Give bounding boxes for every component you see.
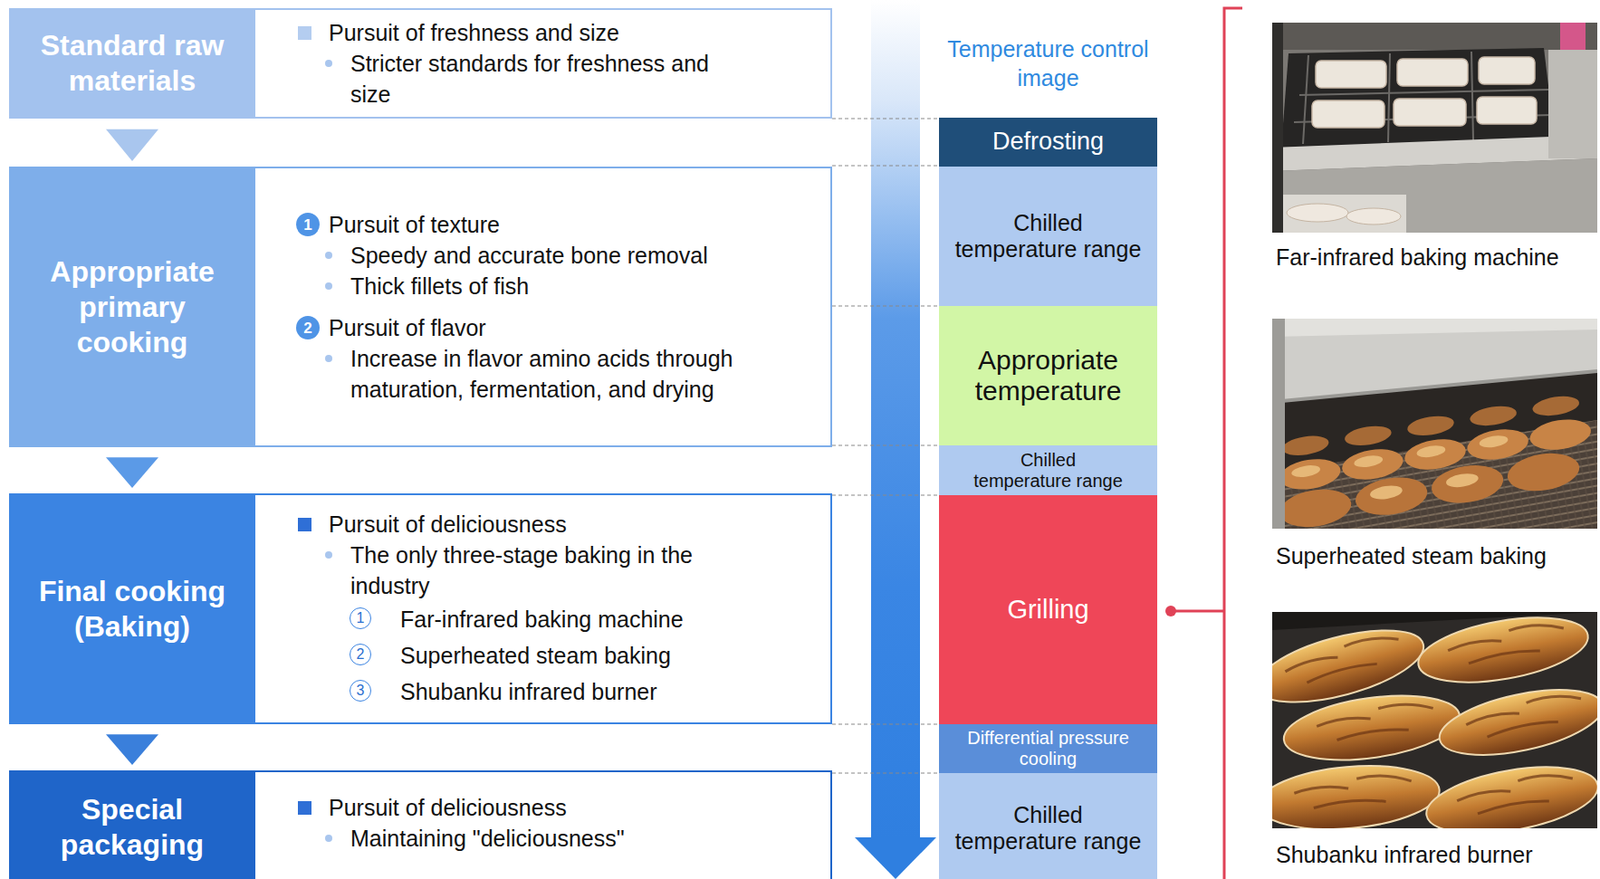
stage-label-panel: Final cooking (Baking): [9, 493, 256, 725]
photo-caption: Far-infrared baking machine: [1275, 244, 1560, 270]
item-text: The only three-stage baking in the indus…: [350, 539, 745, 602]
guide-lines: [832, 118, 939, 774]
square-bullet: [297, 26, 312, 40]
stage-item: 3 Shubanku infrared burner: [255, 673, 795, 710]
stage-label-panel: Appropriate primary cooking: [9, 166, 256, 448]
stage-item: Stricter standards for freshness and siz…: [255, 47, 795, 110]
item-heading: Pursuit of texture: [328, 209, 755, 240]
photo-frame: Superheated steam baking: [1270, 318, 1599, 573]
process-stage: Special packaging Pursuit of deliciousnes…: [9, 770, 833, 879]
machine-photo: [1272, 22, 1598, 233]
stage-item: Speedy and accurate bone removal: [255, 239, 795, 271]
band-label: Grilling: [944, 594, 1153, 625]
item-text: Speedy and accurate bone removal: [350, 239, 745, 271]
dot-bullet: [325, 354, 333, 363]
dot-bullet: [325, 59, 333, 68]
temperature-band: Chilled temperature range: [938, 773, 1158, 879]
bracket: [1165, 8, 1243, 879]
band-label: Chilled temperature range: [952, 802, 1145, 855]
stage-item: 1 Far-infrared baking machine: [255, 601, 795, 638]
flow-arrow: [105, 734, 159, 766]
grilled-fish-photo: [1249, 606, 1600, 845]
photo-frame: Far-infrared baking machine: [1270, 22, 1599, 274]
process-stage: Final cooking (Baking) Pursuit of delicio…: [9, 493, 833, 725]
item-text: Far-infrared baking machine: [400, 603, 781, 635]
flow-arrow: [105, 457, 159, 489]
band-label: Defrosting: [944, 127, 1153, 156]
stage-body: 1 Pursuit of textureSpeedy and accurate b…: [255, 166, 833, 448]
callout-number: 1: [303, 217, 312, 233]
stage-body: Pursuit of deliciousnessMaintaining "del…: [255, 770, 833, 879]
photo-caption: Superheated steam baking: [1275, 543, 1547, 569]
band-label: Chilled temperature range: [952, 210, 1145, 263]
temperature-band: Differential pressure cooling: [938, 724, 1158, 774]
flow-arrow: [105, 129, 159, 162]
label-box: Temperature control image: [938, 34, 1158, 93]
stage-label-panel: Special packaging: [9, 770, 256, 879]
dot-bullet: [325, 551, 333, 559]
square-bullet: [297, 801, 312, 815]
callout-number: 2: [303, 320, 312, 336]
stage-body: Pursuit of deliciousnessThe only three-s…: [255, 493, 833, 725]
stage-item: 2 Pursuit of flavor: [255, 312, 795, 344]
item-text: Increase in flavor amino acids through m…: [350, 343, 745, 405]
stage-body: Pursuit of freshness and sizeStricter st…: [255, 8, 833, 119]
dot-bullet: [325, 282, 333, 290]
temperature-arrow: [854, 0, 937, 879]
oven-photo: [1268, 318, 1600, 532]
dot-bullet: [325, 251, 333, 259]
item-heading: Pursuit of deliciousness: [328, 792, 755, 824]
callout-number: 2: [356, 647, 365, 662]
photo-frame: Shubanku infrared burner: [1270, 612, 1599, 872]
stage-label-panel: Standard raw materials: [9, 8, 256, 119]
item-text: Shubanku infrared burner: [400, 676, 781, 708]
stage-title: Final cooking (Baking): [31, 574, 233, 645]
band-label: Differential pressure cooling: [944, 728, 1153, 770]
number-circle: 2: [349, 643, 372, 666]
square-bullet: [297, 517, 312, 532]
callout-number: 1: [356, 611, 365, 626]
column-heading: Temperature control image: [938, 34, 1158, 93]
stage-item: Maintaining "deliciousness": [255, 823, 795, 854]
band-label: Appropriate temperature: [944, 344, 1153, 408]
temperature-band: Grilling: [938, 495, 1158, 725]
item-text: Superheated steam baking: [400, 640, 781, 671]
item-text: Maintaining "deliciousness": [350, 823, 745, 854]
item-heading: Pursuit of flavor: [328, 312, 755, 344]
stage-title: Special packaging: [31, 792, 233, 863]
item-heading: Pursuit of freshness and size: [328, 17, 755, 48]
stage-item: 1 Pursuit of texture: [255, 209, 795, 240]
number-badge: 1: [296, 212, 320, 237]
item-heading: Pursuit of deliciousness: [328, 508, 755, 540]
photo-caption: Shubanku infrared burner: [1275, 842, 1533, 868]
number-circle: 1: [349, 607, 372, 630]
stage-item: The only three-stage baking in the indus…: [255, 539, 795, 602]
number-circle: 3: [349, 680, 372, 702]
temperature-band: Defrosting: [938, 117, 1158, 167]
stage-item: Pursuit of deliciousness: [255, 792, 795, 824]
stage-item: 2 Superheated steam baking: [255, 637, 795, 674]
band-label: Chilled temperature range: [971, 450, 1126, 492]
stage-title: Standard raw materials: [31, 28, 233, 99]
temperature-band: Appropriate temperature: [938, 306, 1158, 446]
callout-number: 3: [356, 683, 365, 699]
item-text: Thick fillets of fish: [350, 270, 745, 302]
number-badge: 2: [296, 316, 320, 340]
process-stage: Standard raw materials Pursuit of freshne…: [9, 8, 833, 119]
temperature-band: Chilled temperature range: [938, 166, 1158, 307]
stage-item: Pursuit of freshness and size: [255, 17, 795, 48]
stage-item: Pursuit of deliciousness: [255, 508, 795, 540]
temperature-band: Chilled temperature range: [938, 445, 1158, 496]
process-stage: Appropriate primary cooking 1 Pursuit of t…: [9, 166, 833, 448]
stage-title: Appropriate primary cooking: [31, 254, 233, 361]
dot-bullet: [325, 834, 333, 843]
item-text: Stricter standards for freshness and siz…: [350, 47, 745, 110]
stage-item: Thick fillets of fish: [255, 270, 795, 302]
stage-item: Increase in flavor amino acids through m…: [255, 343, 795, 405]
